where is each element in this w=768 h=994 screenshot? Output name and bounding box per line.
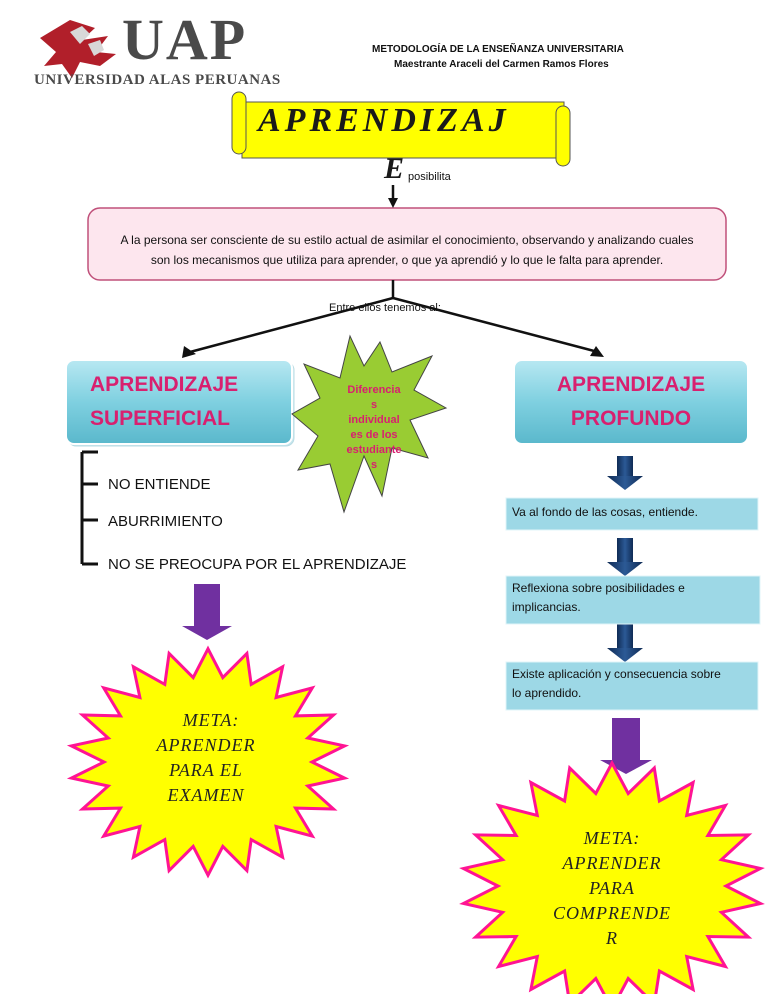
step-line: implicancias.: [512, 600, 581, 614]
meta-line: EXAMEN: [167, 785, 245, 805]
meta-line: COMPRENDE: [553, 903, 671, 923]
main-box-line-2: son los mecanismos que utiliza para apre…: [150, 253, 664, 267]
connector-label-entre: Entre ellos tenemos al:: [329, 302, 441, 314]
header-course: METODOLOGÍA DE LA ENSEÑANZA UNIVERSITARI…: [372, 44, 624, 55]
star-line: s: [370, 459, 378, 471]
step-line: lo aprendido.: [512, 686, 582, 700]
navy-arrow-3: [607, 624, 643, 662]
meta-line: PARA EL: [169, 760, 243, 780]
list-item: ABURRIMIENTO: [108, 513, 223, 530]
star-line: s: [370, 399, 378, 411]
arrowheads: [182, 198, 604, 358]
header-author: Maestrante Araceli del Carmen Ramos Flor…: [394, 59, 609, 70]
right-box-shape: [513, 359, 749, 445]
navy-arrow-1: [607, 456, 643, 490]
star-line: individual: [348, 414, 400, 426]
step-box-2: Reflexiona sobre posibilidades e implica…: [506, 576, 760, 620]
meta-left-burst: [66, 645, 350, 879]
list-item: NO ENTIENDE: [108, 476, 211, 493]
step-boxes: [505, 497, 761, 711]
title-banner: [231, 91, 571, 167]
right-box-line-1: APRENDIZAJE: [556, 373, 706, 396]
purple-arrow-left: [182, 584, 232, 640]
meta-line: PARA: [589, 878, 635, 898]
meta-right-text: META: APRENDER PARA COMPRENDE R: [532, 826, 692, 951]
main-box-text: A la persona ser consciente de su estilo…: [92, 230, 722, 270]
left-box-line-1: APRENDIZAJE: [90, 373, 239, 396]
purple-arrow-right: [600, 718, 652, 774]
meta-right-burst: [459, 759, 765, 994]
main-description-box: [87, 207, 727, 281]
meta-line: APRENDER: [156, 735, 256, 755]
meta-line: META:: [182, 710, 240, 730]
right-box-title: APRENDIZAJE PROFUNDO: [514, 368, 748, 436]
step-box-3: Existe aplicación y consecuencia sobre l…: [506, 662, 758, 706]
meta-left-text: META: APRENDER PARA EL EXAMEN: [128, 708, 284, 808]
star-line: Diferencia: [347, 384, 401, 396]
star-line: es de los: [350, 429, 398, 441]
step-line: Existe aplicación y consecuencia sobre: [512, 667, 721, 681]
winged-figure-logo: [40, 20, 116, 78]
main-box-line-1: A la persona ser consciente de su estilo…: [120, 233, 694, 247]
step-line: Va al fondo de las cosas, entiende.: [512, 505, 698, 519]
main-title-wrap: E: [384, 152, 405, 185]
main-title: APRENDIZAJ: [258, 102, 510, 139]
right-box-line-2: PROFUNDO: [570, 407, 692, 430]
meta-line: R: [606, 928, 618, 948]
connector-lines: [189, 185, 599, 354]
meta-line: META:: [583, 828, 641, 848]
center-star-text: Diferencia s individual es de los estudi…: [334, 383, 414, 473]
step-line: Reflexiona sobre posibilidades e: [512, 581, 685, 595]
down-arrows-right: [607, 456, 643, 662]
meta-line: APRENDER: [562, 853, 662, 873]
left-list-bracket: [80, 450, 98, 566]
left-box-shape: [65, 359, 293, 445]
connector-label-posibilita: posibilita: [408, 171, 451, 183]
navy-arrow-2: [607, 538, 643, 576]
center-star-shape: [291, 334, 448, 514]
left-box-line-2: SUPERFICIAL: [90, 407, 231, 430]
logo-text: UAP: [122, 7, 248, 72]
star-line: estudiante: [346, 444, 402, 456]
left-box-title: APRENDIZAJE SUPERFICIAL: [66, 368, 292, 436]
list-item: NO SE PREOCUPA POR EL APRENDIZAJE: [108, 556, 407, 573]
step-box-1: Va al fondo de las cosas, entiende.: [506, 500, 758, 525]
logo-subtitle: UNIVERSIDAD ALAS PERUANAS: [34, 72, 281, 88]
